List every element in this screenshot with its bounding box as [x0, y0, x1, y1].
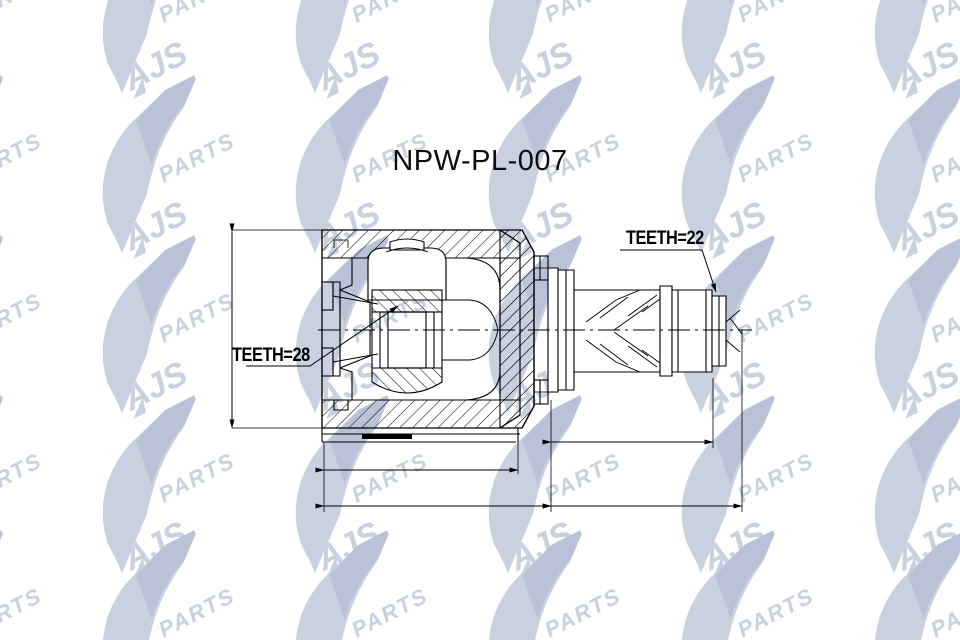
ball-cage-assembly — [367, 238, 447, 301]
teeth-count-label-inner: TEETH=28 — [232, 345, 310, 366]
inner-race-hub — [371, 289, 470, 394]
page-title: NPW-PL-007 — [392, 145, 568, 177]
outer-housing — [321, 229, 535, 443]
dimension-lines — [229, 223, 743, 512]
teeth-count-label-shaft: TEETH=22 — [626, 228, 704, 249]
leader-lines — [246, 249, 717, 367]
